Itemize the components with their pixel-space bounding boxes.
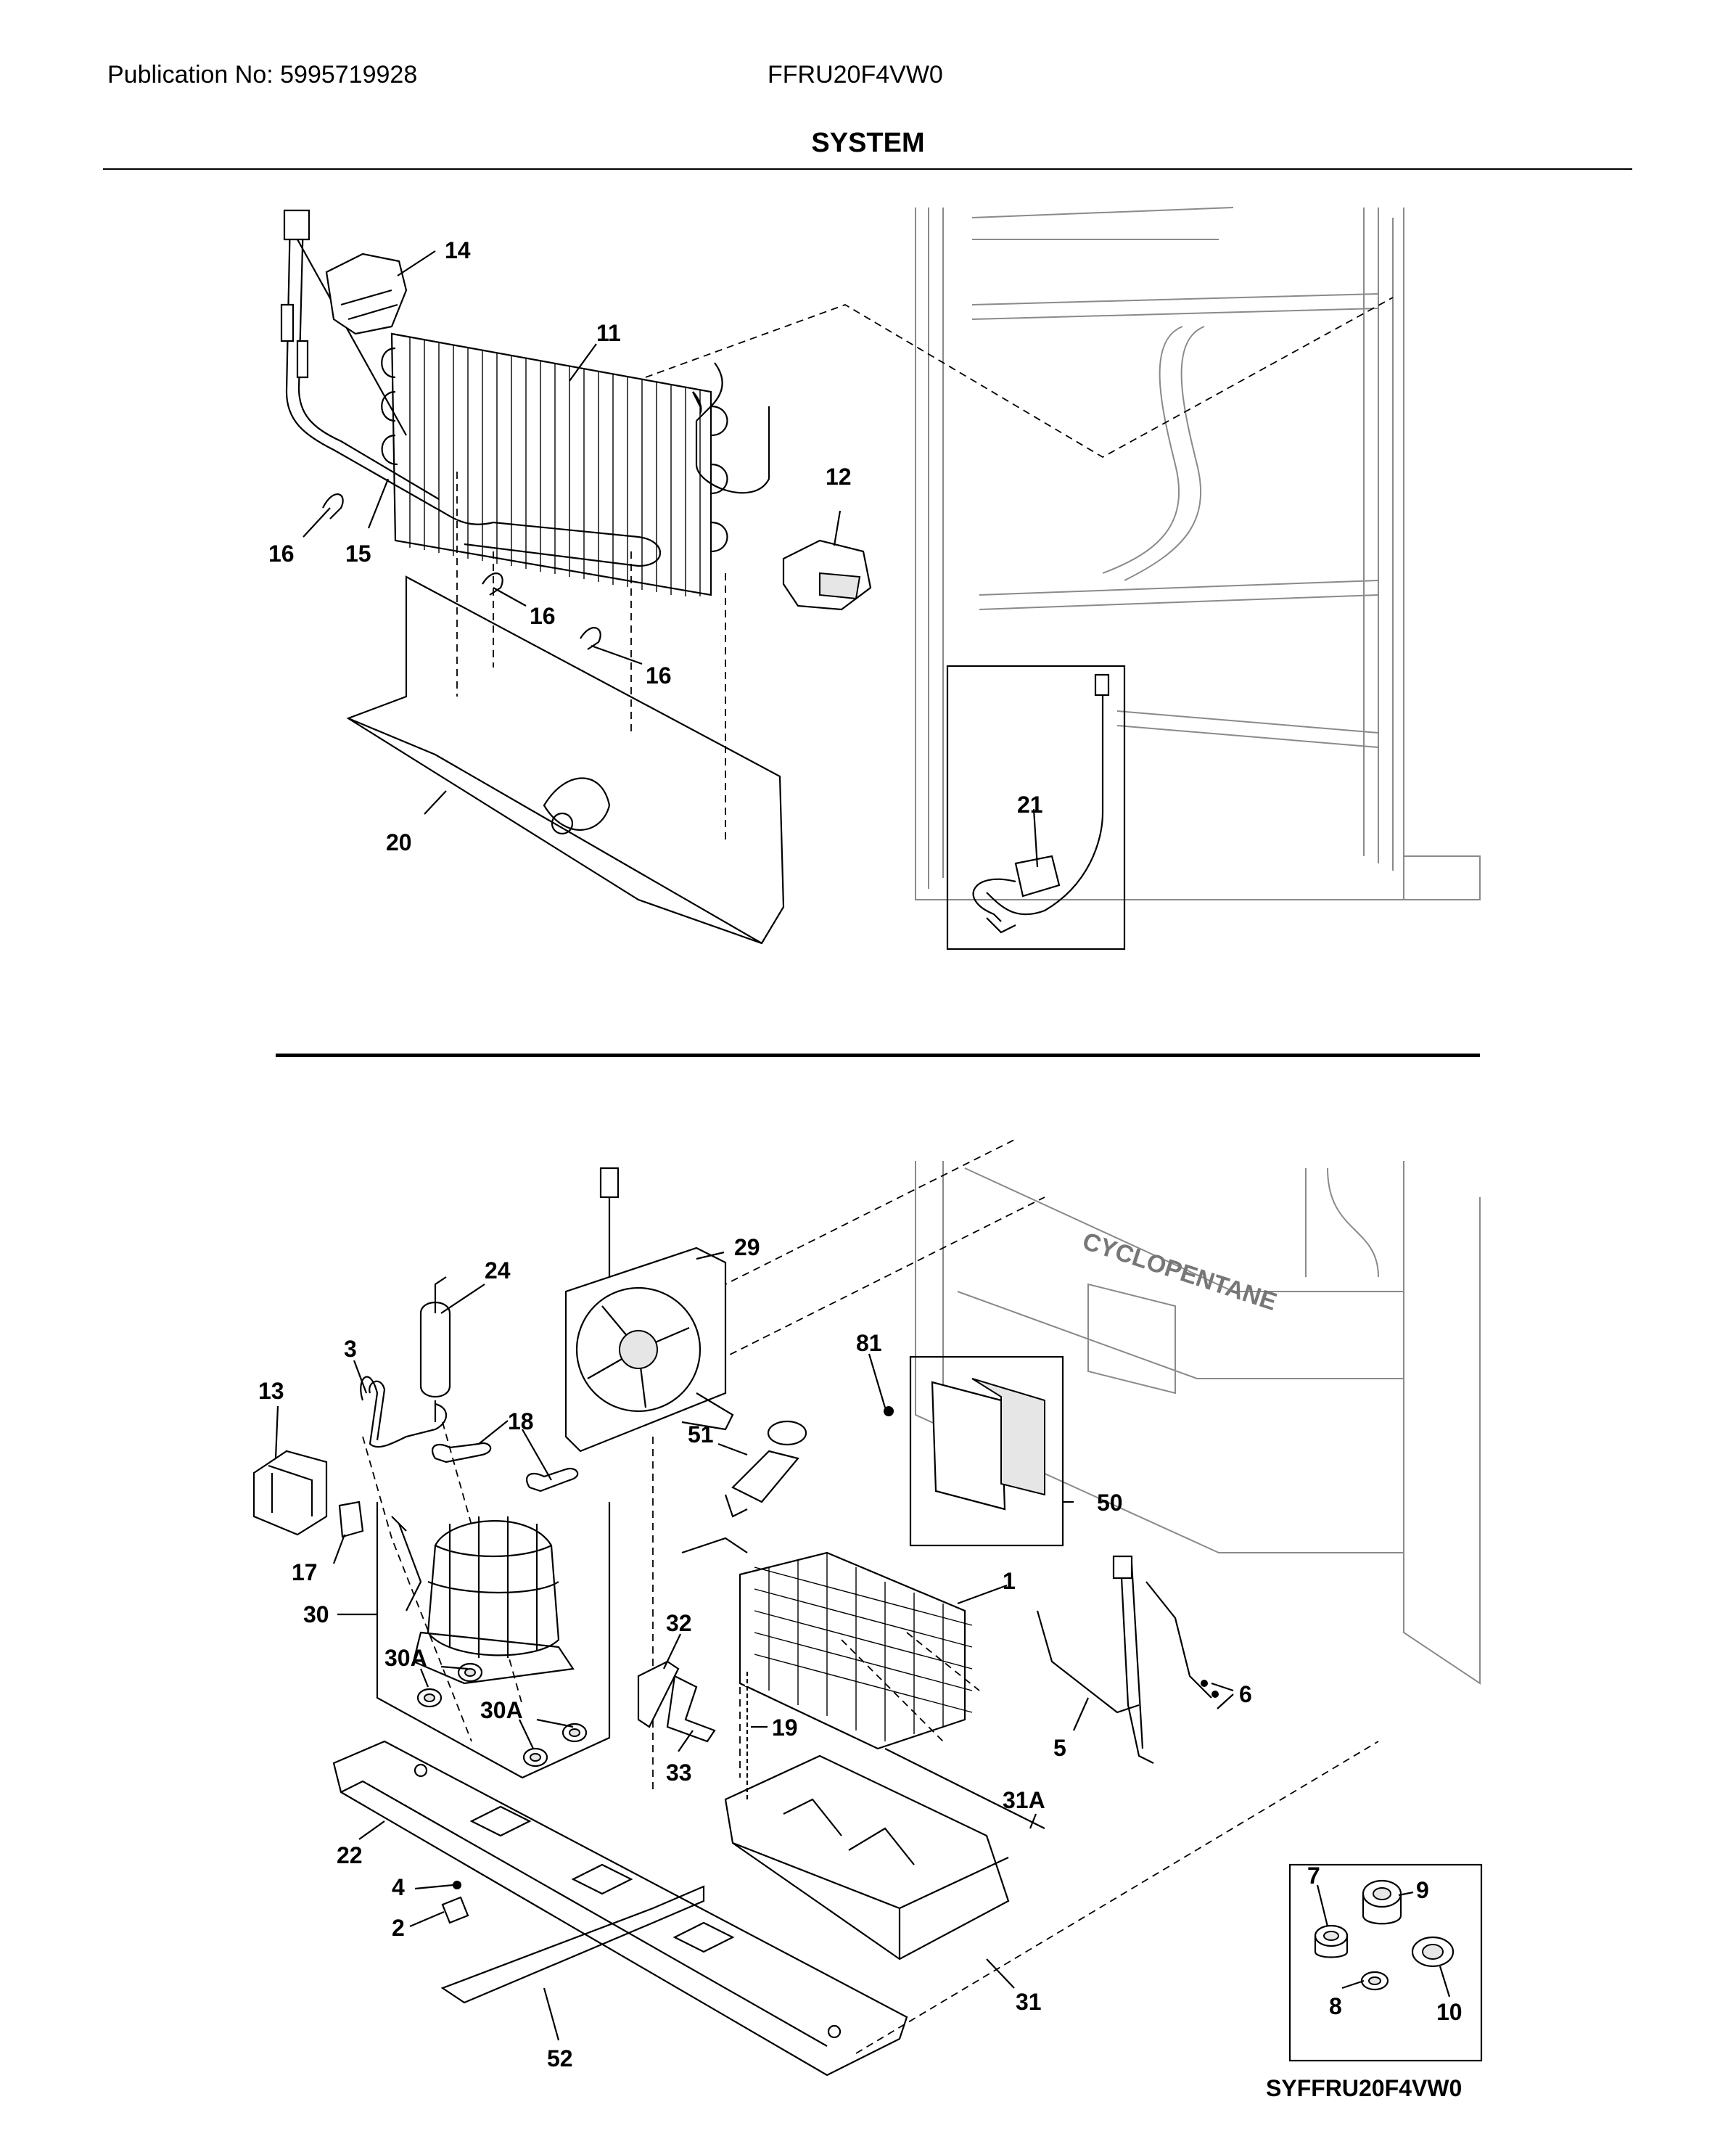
- evaporator-fan-part: [782, 539, 872, 611]
- callout-22: 22: [337, 1842, 363, 1868]
- cabinet-text: CYCLOPENTANE: [1079, 1227, 1280, 1315]
- diagram-code: SYFFRU20F4VW0: [1266, 2075, 1463, 2101]
- compressor-box: [376, 1502, 611, 1779]
- callout-33: 33: [666, 1760, 692, 1786]
- relay-cover: [252, 1450, 328, 1536]
- callout-52: 52: [547, 2045, 573, 2072]
- brackets: [637, 1660, 716, 1743]
- callout-19: 19: [772, 1715, 798, 1741]
- condenser-coil: [681, 1537, 973, 1750]
- callout-4: 4: [392, 1874, 405, 1900]
- callout-30a: 30A: [480, 1697, 523, 1723]
- clip: [441, 1896, 469, 1924]
- callout-32: 32: [666, 1610, 692, 1636]
- control-box: [909, 1355, 1064, 1547]
- callout-81: 81: [856, 1330, 882, 1356]
- callout-51: 51: [688, 1421, 714, 1448]
- callout-18: 18: [508, 1408, 534, 1434]
- clips: [322, 493, 601, 650]
- callout-16: 16: [646, 662, 672, 689]
- callout-16: 16: [530, 603, 556, 629]
- callout-29: 29: [734, 1234, 760, 1260]
- freezer-cabinet-top: [915, 207, 1481, 900]
- sealing-strip: [884, 1748, 1045, 1829]
- suction-line: [280, 209, 661, 567]
- links: [432, 1442, 579, 1492]
- model-number: FFRU20F4VW0: [768, 61, 943, 89]
- callout-21: 21: [1017, 792, 1043, 818]
- screw-small: [453, 1881, 461, 1889]
- cross-rail: [440, 1885, 705, 2004]
- callout-labels-top: 14 11 12 16 15 16 16 20 21: [268, 237, 1043, 855]
- callout-31a: 31A: [1003, 1787, 1045, 1813]
- drain-trough: [346, 575, 785, 945]
- callout-7: 7: [1307, 1863, 1320, 1889]
- wire-harness: [1036, 1555, 1219, 1764]
- base-rail: [332, 1740, 908, 2077]
- callout-31: 31: [1016, 1989, 1042, 2015]
- grommets: [416, 1662, 588, 1767]
- compressor: [391, 1516, 575, 1685]
- condenser-fan-assembly: [564, 1167, 734, 1453]
- drain-fitting: [724, 1420, 807, 1518]
- callout-24: 24: [485, 1257, 511, 1284]
- drain-pan: [724, 1754, 1010, 1960]
- relay: [338, 1500, 364, 1538]
- callout-9: 9: [1416, 1877, 1429, 1903]
- callout-8: 8: [1329, 1993, 1342, 2019]
- callout-5: 5: [1053, 1735, 1066, 1761]
- section-divider: [276, 1054, 1480, 1057]
- callout-2: 2: [392, 1915, 405, 1941]
- callout-30a: 30A: [384, 1645, 427, 1671]
- callout-20: 20: [386, 829, 412, 855]
- sensor-inset-box: [946, 665, 1126, 950]
- cabinet-rear-bottom: [915, 1161, 1481, 1685]
- callout-17: 17: [292, 1559, 318, 1585]
- publication-number: Publication No: 5995719928: [107, 61, 418, 89]
- callout-10: 10: [1436, 1999, 1463, 2025]
- callout-3: 3: [344, 1336, 357, 1362]
- filter-drier: [419, 1276, 451, 1422]
- callout-15: 15: [345, 541, 371, 567]
- callout-labels-bottom: 24 29 3 13 18 81 51 50 17 30 1 32 30A 30…: [258, 1234, 1463, 2072]
- callout-50: 50: [1097, 1490, 1123, 1516]
- callout-11: 11: [596, 320, 621, 346]
- callout-12: 12: [826, 464, 852, 490]
- section-title: SYSTEM: [811, 128, 925, 158]
- callout-16: 16: [268, 541, 295, 567]
- defrost-thermostat: [325, 252, 408, 335]
- callout-30: 30: [303, 1601, 329, 1627]
- callout-1: 1: [1003, 1568, 1016, 1594]
- discharge-tube: [360, 1376, 448, 1448]
- leader-lines: [274, 250, 1451, 2041]
- evaporator-coil: [381, 332, 770, 596]
- callout-6: 6: [1239, 1681, 1252, 1707]
- callout-14: 14: [445, 237, 471, 263]
- screw: [884, 1406, 894, 1416]
- header-rule: [103, 168, 1632, 170]
- grommet-inset: [1288, 1863, 1483, 2062]
- callout-13: 13: [258, 1378, 284, 1404]
